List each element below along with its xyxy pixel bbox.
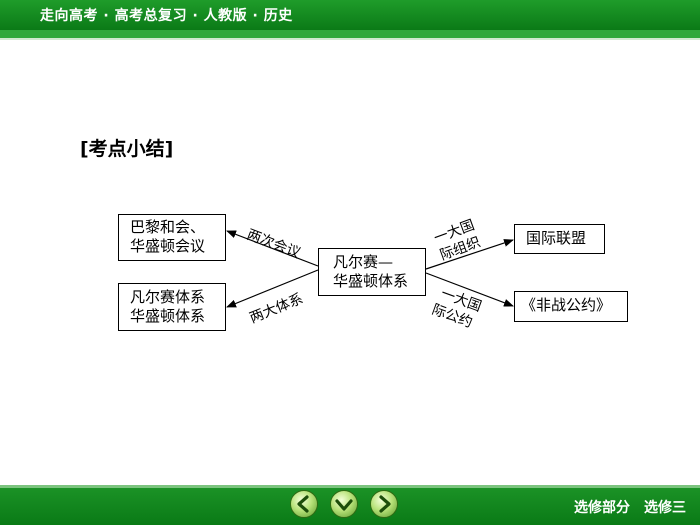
previous-icon <box>297 495 309 513</box>
section-heading: [考点小结] <box>80 138 174 160</box>
edge-label-systems: 两大体系 <box>248 291 306 327</box>
arrow-to-right-bottom <box>425 272 514 307</box>
header-bar: 走向高考 · 高考总复习 · 人教版 · 历史 <box>0 0 700 30</box>
box-line: 华盛顿体系 <box>130 307 206 325</box>
next-icon <box>379 495 391 513</box>
footer-divider <box>0 485 700 488</box>
next-button[interactable] <box>370 490 398 518</box>
previous-button[interactable] <box>290 490 318 518</box>
header-divider <box>0 30 700 38</box>
arrow-to-left-bottom <box>226 269 319 308</box>
box-line: 《非战公约》 <box>521 296 612 314</box>
box-line: 凡尔赛体系 <box>130 288 206 306</box>
arrow-to-left-top <box>226 230 319 267</box>
down-icon <box>335 499 353 511</box>
footer-section-label: 选修部分 选修三 <box>574 500 686 516</box>
box-line: 华盛顿体系 <box>333 272 409 290</box>
box-line: 凡尔赛— <box>333 253 394 271</box>
box-line: 国际联盟 <box>526 229 587 247</box>
arrow-to-right-top <box>425 239 514 270</box>
box-league-of-nations: 国际联盟 <box>514 224 605 254</box>
header-title: 走向高考 · 高考总复习 · 人教版 · 历史 <box>40 8 293 24</box>
box-line: 华盛顿会议 <box>130 237 206 255</box>
box-paris-washington-conferences: 巴黎和会、 华盛顿会议 <box>118 214 226 261</box>
header-divider-light <box>0 38 700 40</box>
box-versailles-washington-system: 凡尔赛— 华盛顿体系 <box>318 248 426 296</box>
box-line: 巴黎和会、 <box>130 218 206 236</box>
box-versailles-washington-systems: 凡尔赛体系 华盛顿体系 <box>118 283 226 331</box>
down-button[interactable] <box>330 490 358 518</box>
edge-label-meetings: 两次会议 <box>245 227 303 262</box>
box-kellogg-briand-pact: 《非战公约》 <box>514 291 628 322</box>
